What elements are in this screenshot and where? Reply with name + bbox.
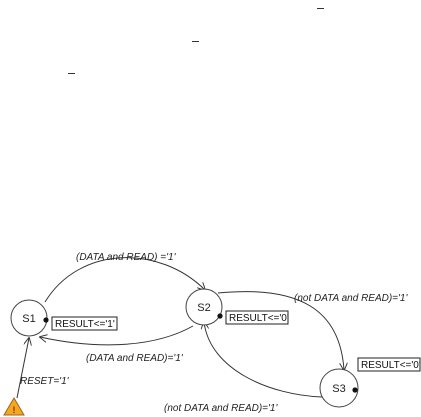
warning-reset-icon[interactable]: ! [3, 397, 25, 416]
edge-s2-to-s1 [40, 325, 194, 346]
edge-s2-to-s3 [217, 291, 344, 370]
label-s2-to-s1: (DATA and READ)='1' [86, 353, 184, 364]
label-s2-to-s3: (not DATA and READ)='1' [294, 293, 408, 304]
state-s2[interactable]: S2 [185, 288, 223, 326]
edge-reset [16, 338, 29, 399]
dash-mark-3 [68, 73, 75, 74]
action-text-s1: RESULT<='1' [55, 319, 115, 330]
action-dot-s2 [217, 313, 223, 319]
action-text-s2: RESULT<='0' [229, 313, 289, 324]
label-s1-to-s2: (DATA and READ) ='1' [76, 252, 177, 263]
edge-s3-to-s2 [204, 322, 323, 398]
action-box-s1 [51, 316, 118, 331]
dash-mark-1 [317, 8, 324, 9]
action-dot-s3 [352, 387, 358, 393]
state-s1-label: S1 [22, 313, 35, 325]
state-s1[interactable]: S1 [10, 299, 48, 337]
state-s3[interactable]: S3 [319, 368, 359, 408]
label-reset: RESET='1' [20, 376, 70, 387]
dash-mark-2 [192, 41, 199, 42]
edge-s1-to-s2 [44, 257, 205, 303]
state-s2-label: S2 [197, 302, 210, 314]
svg-text:!: ! [13, 405, 16, 415]
action-text-s3: RESULT<='0' [361, 360, 421, 371]
state-s3-label: S3 [332, 383, 345, 395]
action-dot-s1 [43, 317, 49, 323]
label-s3-to-s2: (not DATA and READ)='1' [164, 403, 278, 414]
action-box-s2 [225, 310, 289, 325]
action-box-s3 [357, 357, 421, 372]
